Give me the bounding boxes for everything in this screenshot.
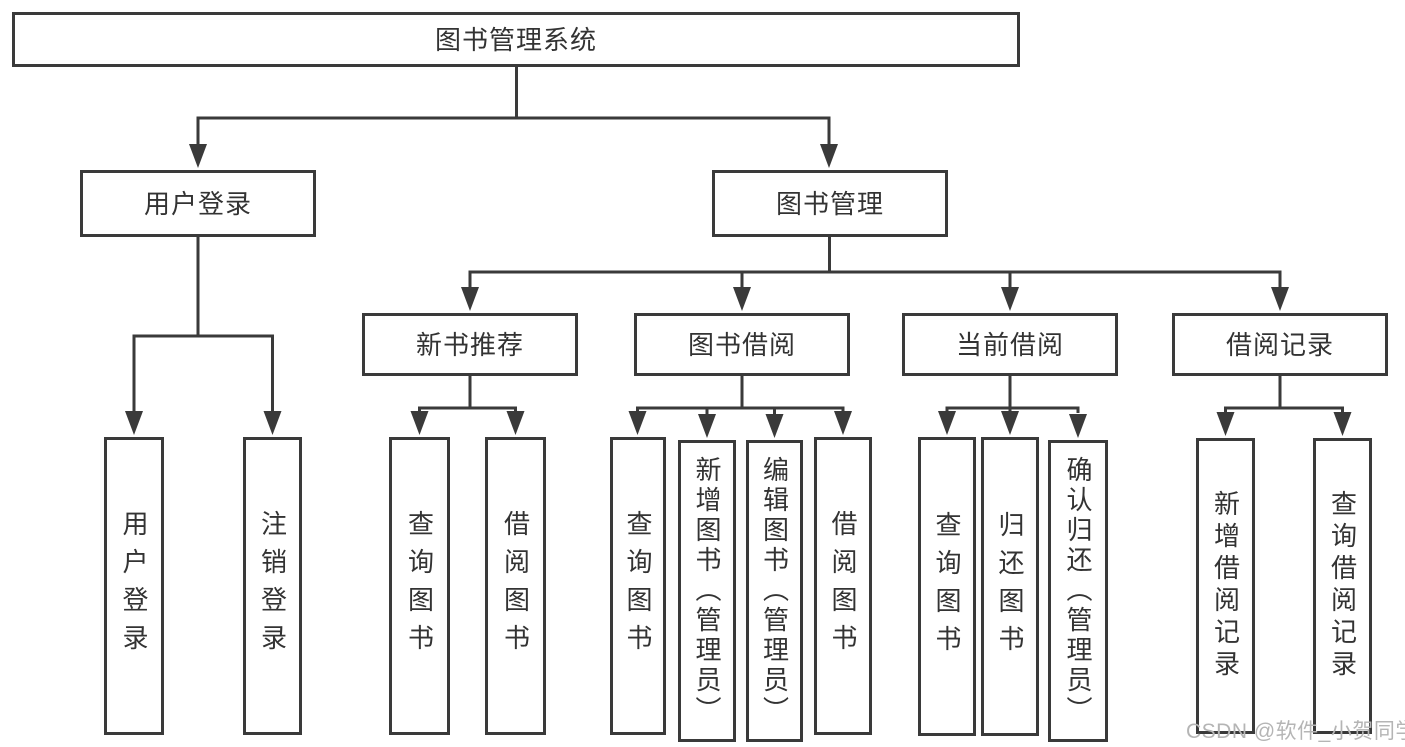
node-new-book-recommendation: 新书推荐 — [362, 313, 578, 376]
leaf-add-book-admin: 新增图书（管理员） — [678, 440, 736, 742]
leaf-borrow-books-borrowing: 借阅图书 — [814, 437, 872, 735]
leaf-edit-book-admin: 编辑图书（管理员） — [746, 440, 803, 742]
leaf-query-books-borrowing: 查询图书 — [610, 437, 666, 735]
node-current-borrowing: 当前借阅 — [902, 313, 1118, 376]
leaf-query-books-current: 查询图书 — [918, 437, 976, 736]
node-borrowing-records: 借阅记录 — [1172, 313, 1388, 376]
leaf-borrow-books-recommend: 借阅图书 — [485, 437, 546, 735]
leaf-logout-login: 注销登录 — [243, 437, 302, 735]
leaf-confirm-return-admin: 确认归还（管理员） — [1048, 440, 1108, 742]
leaf-add-borrow-record: 新增借阅记录 — [1196, 438, 1255, 734]
csdn-watermark: CSDN @软件_小贺同学 — [1186, 720, 1405, 743]
leaf-query-books-recommend: 查询图书 — [389, 437, 450, 735]
node-book-management: 图书管理 — [712, 170, 948, 237]
node-user-login: 用户登录 — [80, 170, 316, 237]
leaf-user-login: 用户登录 — [104, 437, 164, 735]
node-book-borrowing: 图书借阅 — [634, 313, 850, 376]
node-library-system: 图书管理系统 — [12, 12, 1020, 67]
leaf-return-books: 归还图书 — [981, 437, 1039, 736]
leaf-query-borrow-record: 查询借阅记录 — [1313, 438, 1372, 734]
